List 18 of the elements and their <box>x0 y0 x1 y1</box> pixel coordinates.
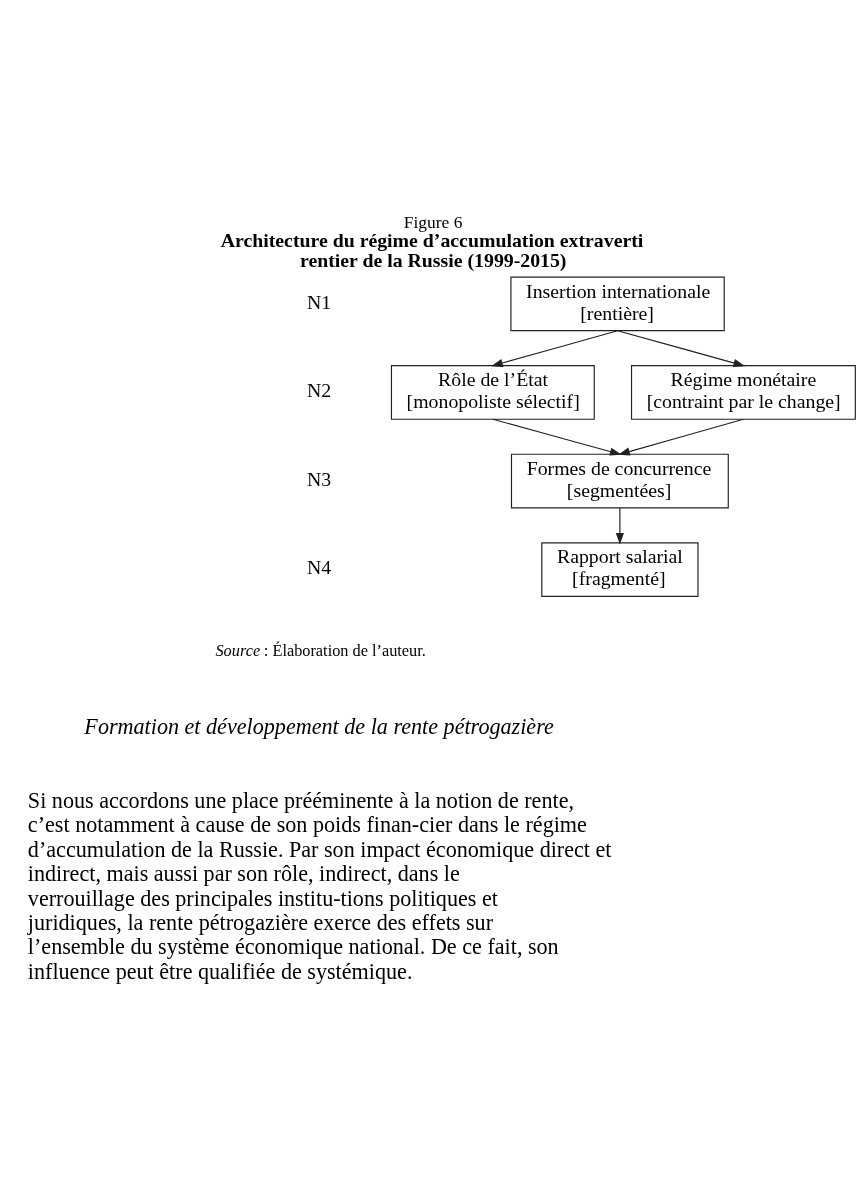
node-box: Rôle de l’État [monopoliste sélectif] <box>390 364 595 420</box>
node-box: Formes de concurrence [segmentées] <box>510 453 729 508</box>
caption: Source : Élaboration de l’auteur. <box>215 640 426 660</box>
label: N4 <box>306 555 332 578</box>
label: Figure 6 <box>403 211 463 232</box>
arrow <box>491 329 619 367</box>
arrow <box>615 506 624 545</box>
node-box: Insertion internationale [rentière] <box>510 276 725 331</box>
node-box: Régime monétaire [contraint par le change] <box>630 364 856 420</box>
label: Si nous accordons une place prééminente à la notion de rente, c’est notamment à cause de son poids finan-cier dans le régime d’accumulation de la Russie. Par son impact économique direct et indirect, mais aussi par son rôle, indirect, dans le verrouillage des principales institu-tions politiques et juridiques, la rente pétrogazière exerce des effets sur l’ensemble du système économique national. De ce fait, son influence peut être qualifiée de systémique. <box>27 787 612 984</box>
label: Formation et développement de la rente pétrogazière <box>84 713 554 739</box>
arrow <box>616 329 746 367</box>
arrow <box>492 418 622 456</box>
label: N1 <box>306 290 332 313</box>
node-box: Rapport salarial [fragmenté] <box>541 541 699 597</box>
label: N2 <box>306 378 332 401</box>
label: N3 <box>306 467 332 490</box>
arrow <box>618 418 744 455</box>
